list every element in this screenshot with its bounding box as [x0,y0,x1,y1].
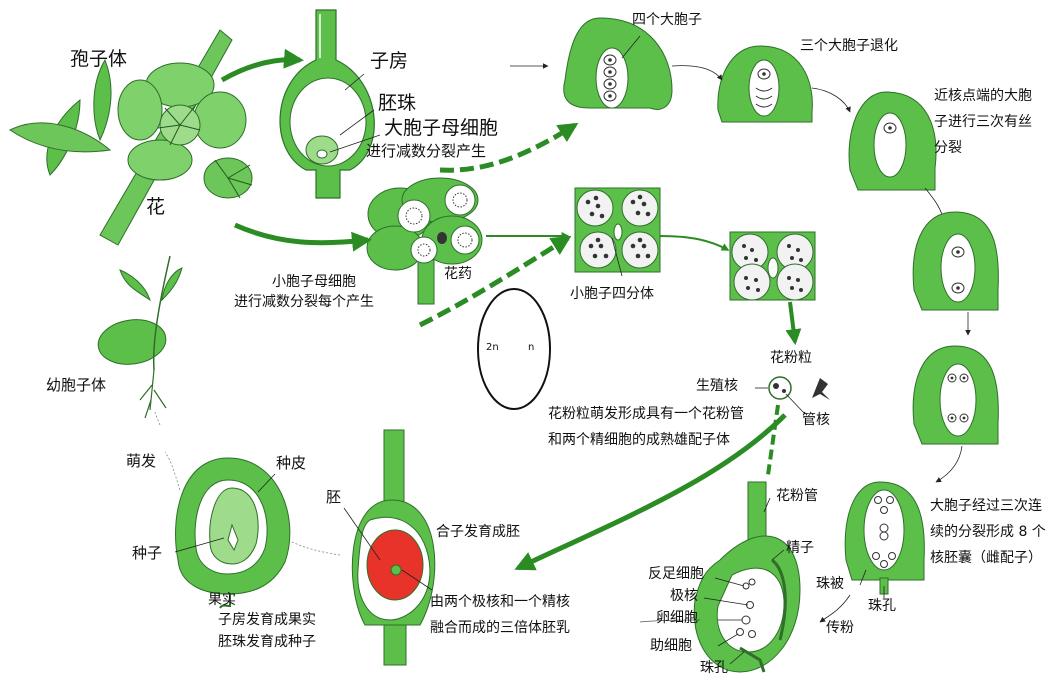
label-microspore-tetrad: 小胞子四分体 [570,286,654,302]
label-pollen-germination: 花粉粒萌发形成具有一个花粉管和两个精细胞的成熟雄配子体 [548,406,744,448]
anther-section-illustration [366,177,483,305]
label-micropyle-bottom: 珠孔 [700,660,728,676]
embryo-sac-2-nuclei [912,211,999,311]
megaspore-three-degenerate [717,45,813,123]
seed-illustration [174,457,291,609]
microspore-tetrad-illustration [574,187,661,277]
embryo-sac-8-nuclei [844,481,925,598]
label-megaspore-divisions: 大胞子经过三次连续的分裂形成 8 个核胚囊（雌配子） [930,498,1046,566]
label-tube-nucleus: 管核 [802,412,830,428]
label-sperm: 精子 [786,540,814,556]
label-fruit: 果实 [208,592,236,608]
main-flow-arrows [220,48,802,571]
label-three-degenerate: 三个大胞子退化 [800,38,898,54]
label-synergids: 助细胞 [650,638,692,654]
label-microspore-mother-cell-line2: 进行减数分裂每个产生 [234,294,374,310]
label-polar-nuclei: 极核 [670,588,698,604]
label-flower: 花 [146,196,166,218]
label-chalazal-megaspore-mitosis: 近核点端的大胞子进行三次有丝分裂 [934,88,1032,156]
fruit-section-illustration [351,429,436,666]
label-meiosis-produce: 进行减数分裂产生 [366,142,487,160]
label-egg-cell: 卵细胞 [656,610,698,626]
fruit-leader-lines [343,507,433,591]
ovary-section-illustration [279,9,375,199]
label-embryo: 胚 [326,488,342,506]
label-seed: 种子 [132,544,163,562]
label-micropyle-right: 珠孔 [868,598,896,614]
label-antipodal-cells: 反足细胞 [648,566,704,582]
label-four-megaspores: 四个大胞子 [632,12,702,28]
pollen-grain-illustration [755,376,830,415]
young-sporophyte-illustration [97,255,183,419]
label-germination: 萌发 [126,452,157,470]
megaspore-mitosis-stage [848,91,937,191]
cycle-arrows [154,411,341,556]
fertilization-ovule-illustration [693,481,801,673]
fertilization-leader-lines [703,497,785,665]
label-seed-coat: 种皮 [276,454,307,472]
label-generative-nucleus: 生殖核 [696,378,738,394]
label-microspore-mother-cell-line1: 小胞子母细胞 [272,274,356,290]
label-ovule: 胚珠 [378,92,417,114]
mature-anther-illustration [729,231,816,301]
embryo-sac-4-nuclei [912,345,999,445]
ploidy-oval [477,288,551,410]
label-pollen-grain: 花粉粒 [770,350,812,366]
label-ploidy-2n: 2n [486,342,499,353]
label-pollination: 传粉 [826,620,854,636]
label-megaspore-mother-cell: 大胞子母细胞 [384,117,499,139]
label-pollen-tube: 花粉管 [776,488,818,504]
label-ploidy-n: n [528,342,535,353]
label-ovule-to-seed: 胚珠发育成种子 [218,634,316,650]
label-young-sporophyte: 幼胞子体 [46,376,107,394]
label-ovary-to-fruit: 子房发育成果实 [218,612,316,628]
megaspore-four [563,17,673,110]
label-integument: 珠被 [816,576,844,592]
label-ovary: 子房 [370,50,409,72]
label-zygote-to-embryo: 合子发育成胚 [436,524,520,540]
ovary-leader-lines [329,73,381,153]
label-sporophyte: 孢子体 [70,48,128,70]
label-anther: 花药 [444,266,472,282]
flowering-branch-illustration [9,29,253,246]
label-endosperm-formation: 由两个极核和一个精核融合而成的三倍体胚乳 [430,594,570,636]
